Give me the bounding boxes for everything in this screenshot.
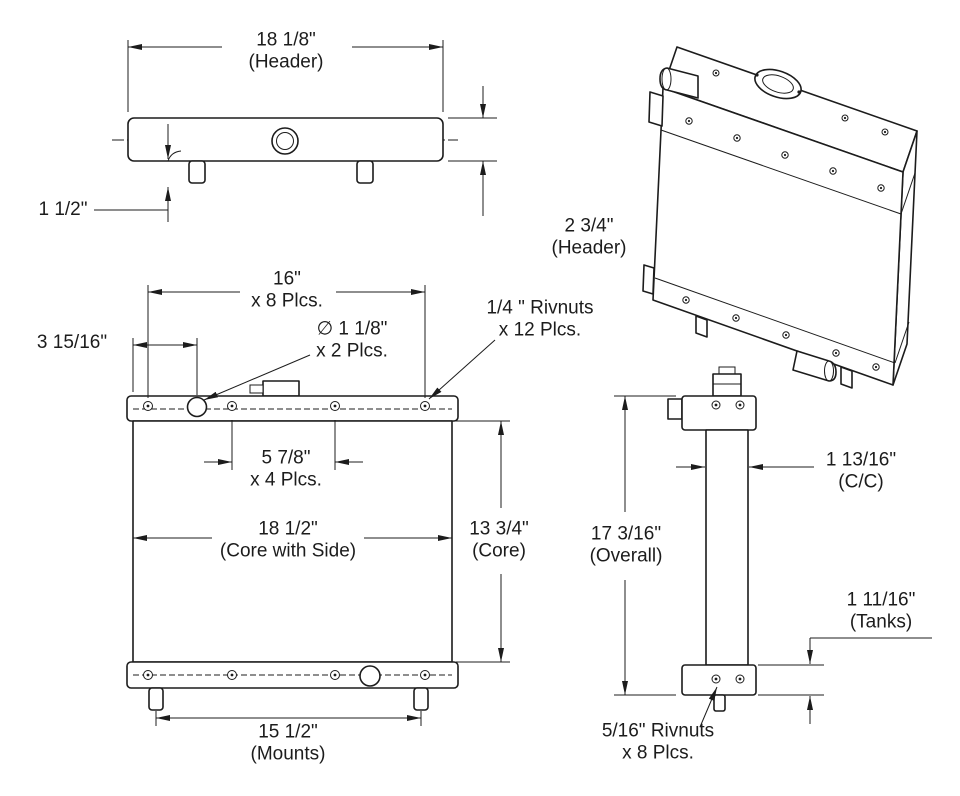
filler-cap-side [712,373,742,397]
inlet-hole [186,396,208,418]
mount-foot [148,687,164,711]
filler-cap-iso [754,68,802,100]
dim-overall-height: 17 3/16" (Overall) [589,523,663,567]
dim-header-offset: 1 1/2" [38,198,88,220]
callout-rivnuts-516: 5/16" Rivnuts x 8 Plcs. [601,720,715,764]
drain-hole [359,665,381,687]
dim-hole-offset: 3 15/16" [36,331,108,353]
side-view [614,366,932,728]
top-view [94,40,497,222]
top-header-strip [126,395,459,422]
callout-hole-diameter: ∅ 1 1/8" x 2 Plcs. [316,318,388,362]
dim-tank-height: 1 11/16" (Tanks) [846,589,916,633]
rivnuts-iso-bottom [682,296,880,371]
rivnuts-top [143,401,430,411]
front-view [126,285,510,726]
callout-rivnuts-quarter: 1/4 " Rivnuts x 12 Plcs. [486,297,594,341]
dim-core-height: 13 3/4" (Core) [469,518,529,562]
mount-foot-side [713,694,726,712]
radiator-front-face [652,87,904,386]
filler-cap-top [271,127,299,155]
top-tank-side [681,395,757,431]
dim-inner-spacing: 5 7/8" x 4 Plcs. [250,447,322,491]
dim-core-width: 18 1/2" (Core with Side) [219,518,357,562]
core-side [705,429,749,666]
dim-tube-cc: 1 13/16" (C/C) [825,449,897,493]
mount-foot [413,687,429,711]
dim-header-height: 2 3/4" (Header) [551,215,627,259]
mount-pin [356,160,374,184]
dim-mount-spacing: 15 1/2" (Mounts) [250,721,326,765]
isometric-view [642,46,918,389]
mount-pin [188,160,206,184]
dim-rivnut-spacing: 16" x 8 Plcs. [251,268,323,312]
filler-neck [262,380,300,397]
rivnuts-bottom [143,670,430,680]
dim-header-width: 18 1/8" (Header) [248,29,324,73]
rivnuts-iso-top [685,117,885,192]
core [132,420,453,663]
